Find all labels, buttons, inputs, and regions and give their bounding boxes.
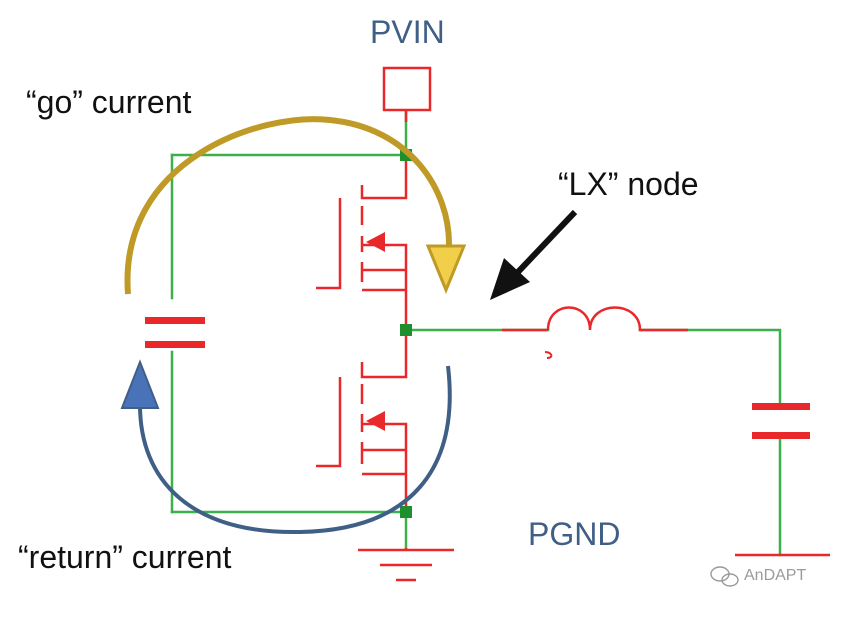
go-current-arrow: [124, 116, 467, 295]
return-current-arrowhead: [120, 359, 160, 409]
lx-pointer-shaft: [515, 209, 578, 275]
watermark-text: AnDAPT: [744, 567, 807, 584]
go-current-label: “go” current: [26, 84, 192, 120]
ground-symbol-pgnd: [358, 548, 454, 582]
output-capacitor: [752, 403, 810, 439]
high-side-body-diode-arrow: [366, 232, 385, 252]
lx-pointer-arrowhead: [490, 258, 530, 300]
return-current-arc: [138, 365, 452, 535]
input-capacitor: [145, 317, 205, 348]
go-current-arc: [124, 116, 453, 295]
inductor: [502, 306, 688, 359]
wechat-icon: [710, 566, 739, 587]
go-current-arrowhead: [425, 244, 467, 294]
lx-node-label: “LX” node: [558, 166, 699, 202]
high-side-mosfet: [316, 155, 408, 330]
junction-lx: [400, 324, 412, 336]
pvin-port: [382, 66, 432, 112]
return-current-arrow: [120, 359, 452, 535]
pvin-label: PVIN: [370, 14, 445, 50]
low-side-body-diode-arrow: [366, 411, 385, 431]
lx-node-pointer: [490, 209, 578, 300]
pgnd-label: PGND: [528, 516, 621, 552]
output-wire: [638, 328, 782, 557]
junction-bottom: [400, 506, 412, 518]
low-side-mosfet: [316, 330, 408, 512]
return-current-label: “return” current: [18, 539, 232, 575]
